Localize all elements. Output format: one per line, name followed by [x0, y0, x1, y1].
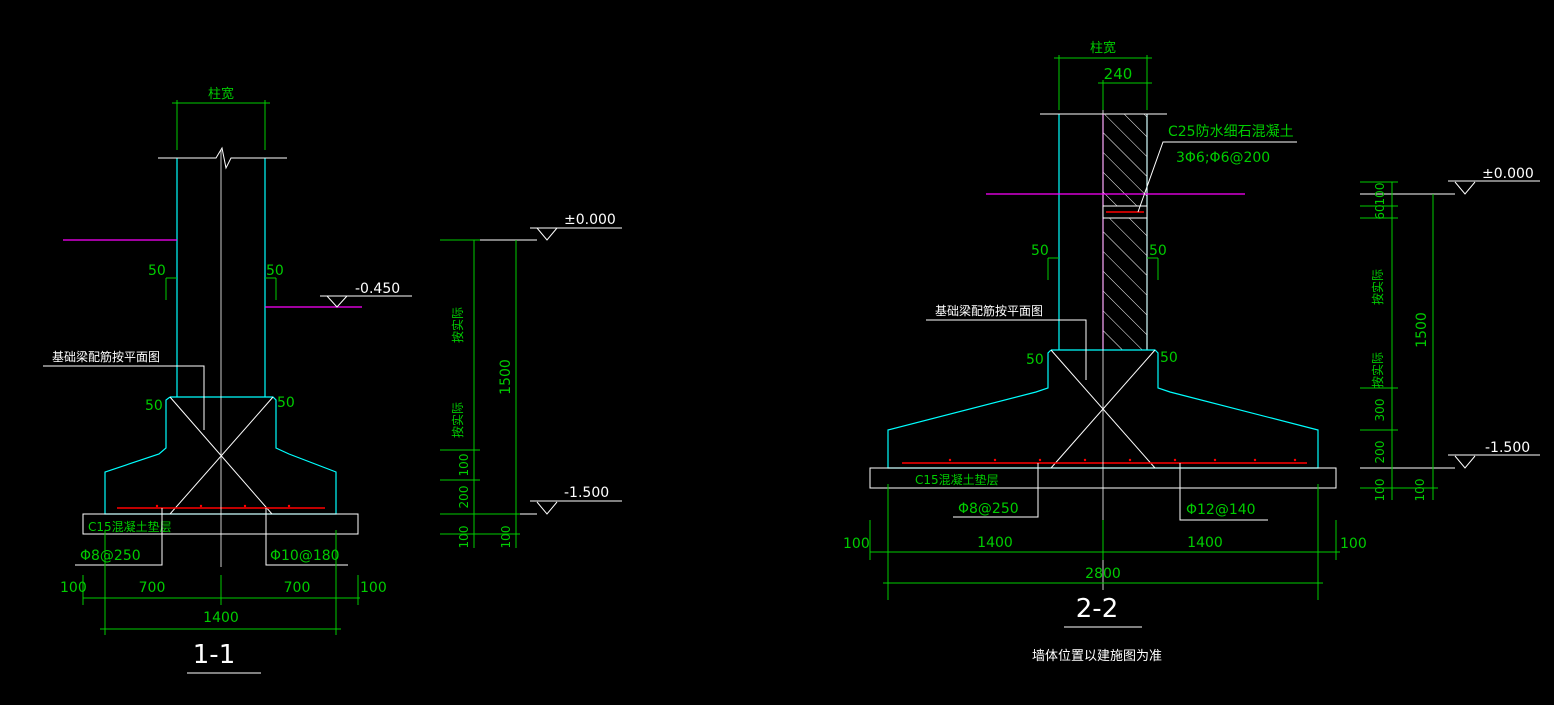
vdim-seg-5: 100 [499, 526, 513, 549]
beam-note-leader [43, 365, 205, 430]
rebar-right-leader-2 [1179, 463, 1268, 521]
vertical-dims-2 [1360, 181, 1438, 500]
dim-50-lr-2: 50 [1160, 350, 1178, 366]
level-marker-0-2 [1360, 180, 1540, 195]
cushion-label-2: C15混凝土垫层 [915, 472, 999, 487]
dim-50-ll-2: 50 [1026, 352, 1044, 368]
beam-note-2: 基础梁配筋按平面图 [935, 303, 1043, 318]
vertical-dims [440, 239, 520, 548]
vdim-seg-2-5: 200 [1373, 441, 1387, 464]
level-m1500-text-2: -1.500 [1485, 440, 1530, 456]
vdim-seg-1: 按实际 [450, 402, 465, 438]
dim-50-ur-2: 50 [1149, 243, 1167, 259]
level-m0450-text: -0.450 [355, 281, 400, 297]
vdim-seg-2: 100 [457, 454, 471, 477]
dim-bottom-2-2: 1400 [1187, 535, 1223, 551]
dim-total-2: 2800 [1085, 566, 1121, 582]
concrete-note-1: C25防水细石混凝土 [1168, 124, 1294, 140]
vdim-seg-2-6: 100 [1373, 479, 1387, 502]
beam-cross [169, 396, 274, 515]
beam-note-leader-2 [926, 319, 1087, 380]
cushion-layer [82, 513, 359, 535]
rebar-right-label-2: Φ12@140 [1186, 502, 1256, 518]
dim-50-upper [165, 277, 277, 300]
vdim-seg-2-0: 100 [1373, 183, 1387, 206]
dim-50-ll: 50 [145, 398, 163, 414]
dim-50-lr: 50 [277, 395, 295, 411]
dim-50-ul: 50 [148, 263, 166, 279]
section-2-2: 柱宽 240 C25防水细石混凝土 3Φ6;Φ6@200 50 50 50 50… [843, 40, 1540, 664]
break-line [158, 146, 287, 170]
dim-bottom-2-0: 100 [843, 536, 870, 552]
column-width-label: 柱宽 [208, 86, 234, 102]
rebar-left-label-2: Φ8@250 [958, 501, 1019, 517]
level-marker-0 [440, 227, 622, 241]
wall-hatch [1102, 113, 1148, 351]
column-width-label-2: 柱宽 [1090, 40, 1116, 56]
column-width-dim [172, 100, 270, 150]
section-label-2: 2-2 [1076, 594, 1118, 624]
dim-bottom-3: 100 [360, 580, 387, 596]
rebar-left-label: Φ8@250 [80, 548, 141, 564]
bottom-dims [82, 530, 360, 635]
dim-bottom-2-3: 100 [1340, 536, 1367, 552]
vdim-total-2: 1500 [1414, 312, 1430, 348]
concrete-note-leader [1137, 141, 1297, 213]
column-width-dim-2 [1054, 55, 1152, 110]
rebar-dots-2 [948, 458, 1297, 462]
beam-note: 基础梁配筋按平面图 [52, 349, 160, 364]
dim-bottom-1: 700 [139, 580, 166, 596]
dim-bottom-2: 700 [284, 580, 311, 596]
bottom-dims-2 [869, 484, 1340, 600]
cushion-label: C15混凝土垫层 [88, 519, 172, 534]
rebar-left-leader [75, 508, 163, 566]
dim-bottom-2-1: 1400 [977, 535, 1013, 551]
level-marker-m1500-2 [1360, 454, 1540, 469]
vdim-seg-0: 按实际 [450, 307, 465, 343]
rebar-right-leader [265, 508, 348, 566]
vdim-seg-2-4: 300 [1373, 399, 1387, 422]
vdim-seg-3: 200 [457, 486, 471, 509]
wall-note: 墙体位置以建施图为准 [1032, 649, 1162, 664]
vdim-seg-2-1: 60 [1373, 204, 1387, 219]
level-m1500-text: -1.500 [564, 485, 609, 501]
dim-50-ur: 50 [266, 263, 284, 279]
rebar-right-label: Φ10@180 [270, 548, 340, 564]
section-label: 1-1 [193, 640, 235, 670]
section-1-1: 柱宽 50 50 50 50 基础梁配筋按平面图 C15混凝土垫层 Φ8@250… [43, 86, 622, 674]
vdim-seg-2-3: 按实际 [1370, 352, 1385, 388]
vdim-seg-4: 100 [457, 526, 471, 549]
level-0-text: ±0.000 [564, 212, 616, 228]
rebar-left-leader-2 [953, 463, 1039, 518]
dim-50-upper-2 [1047, 257, 1159, 280]
vdim-seg-2-7: 100 [1413, 479, 1427, 502]
dim-bottom-0: 100 [60, 580, 87, 596]
vdim-total: 1500 [498, 359, 514, 395]
dim-50-ul-2: 50 [1031, 243, 1049, 259]
level-0-text-2: ±0.000 [1482, 166, 1534, 182]
vdim-seg-2-2: 按实际 [1370, 269, 1385, 305]
rebar-dots [155, 504, 291, 508]
level-marker-m0450 [320, 295, 412, 308]
dim-total: 1400 [203, 610, 239, 626]
wall-width-label: 240 [1104, 65, 1133, 83]
concrete-note-2: 3Φ6;Φ6@200 [1176, 150, 1270, 166]
